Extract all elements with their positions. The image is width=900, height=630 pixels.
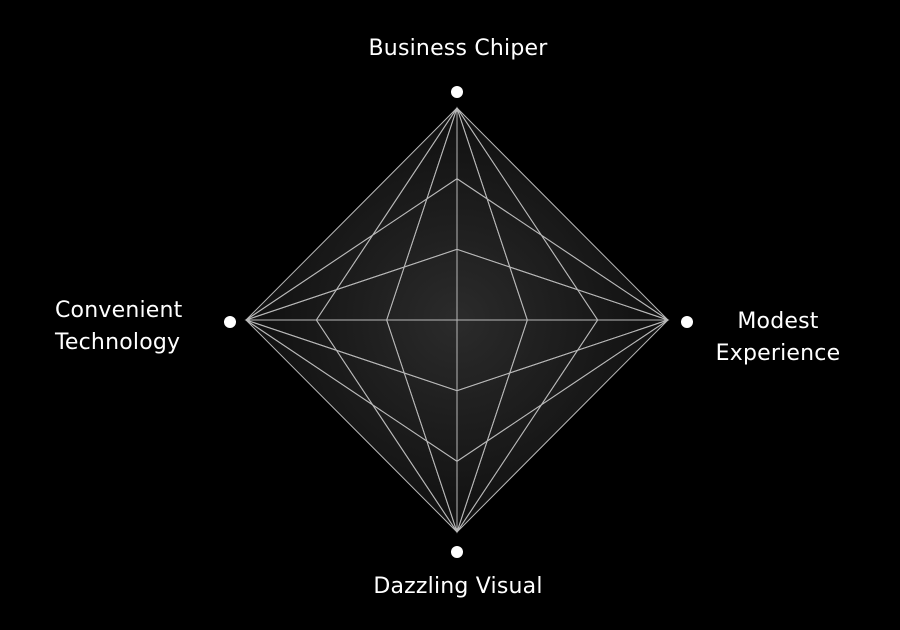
label-top-line-1: Business Chiper [368,36,548,61]
label-dazzling-visual: Dazzling Visual [0,571,900,603]
label-business-chiper: Business Chiper [0,33,900,65]
marker-bottom [451,546,463,558]
label-right-line-1: Modest [737,309,819,334]
marker-left [224,316,236,328]
inner-diamond-h2 [386,106,528,534]
label-left-line-1: Convenient [55,298,183,323]
label-bottom-line-1: Dazzling Visual [373,574,543,599]
label-modest-experience: Modest Experience [700,306,856,370]
label-convenient-technology: Convenient Technology [55,295,182,359]
inner-diamond-v1 [245,178,669,462]
diamond-wireframe [244,106,670,534]
label-right-line-2: Experience [715,341,841,366]
inner-diamond-v2 [244,248,670,392]
label-left-line-2: Technology [55,330,181,355]
marker-right [681,316,693,328]
marker-top [451,86,463,98]
